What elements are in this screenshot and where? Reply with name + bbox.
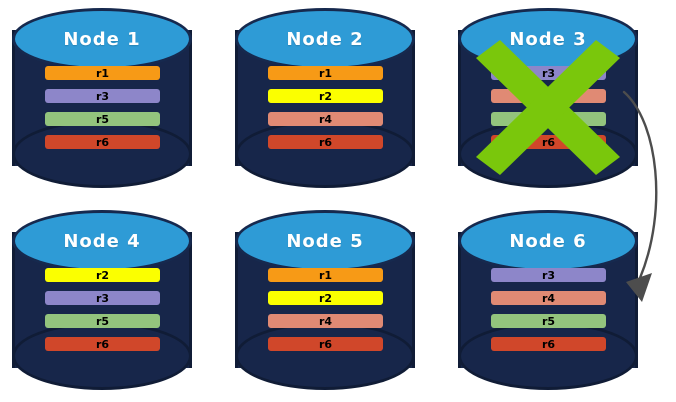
node-6-replica-1[interactable]: r4	[491, 291, 606, 305]
node-1-replica-1[interactable]: r3	[45, 89, 160, 103]
node-4-replica-2[interactable]: r5	[45, 314, 160, 328]
node-1-label: Node 1	[63, 28, 141, 50]
arrow-head	[626, 273, 652, 302]
node-5-cylinder-top	[235, 210, 415, 272]
node-6[interactable]: Node 6 r3 r4 r5 r6	[458, 210, 638, 390]
node-5-replica-3[interactable]: r6	[268, 337, 383, 351]
node-4-replica-list: r2 r3 r5 r6	[45, 268, 160, 351]
node-6-replica-list: r3 r4 r5 r6	[491, 268, 606, 351]
node-2-replica-0[interactable]: r1	[268, 66, 383, 80]
node-6-label: Node 6	[509, 230, 587, 252]
node-3-replica-1[interactable]: r4	[491, 89, 606, 103]
node-3-replica-2[interactable]: r5	[491, 112, 606, 126]
node-2[interactable]: Node 2 r1 r2 r4 r6	[235, 8, 415, 188]
node-6-replica-0[interactable]: r3	[491, 268, 606, 282]
node-5[interactable]: Node 5 r1 r2 r4 r6	[235, 210, 415, 390]
node-2-cylinder-bottom	[235, 120, 415, 188]
node-1-replica-0[interactable]: r1	[45, 66, 160, 80]
node-2-replica-3[interactable]: r6	[268, 135, 383, 149]
node-5-replica-list: r1 r2 r4 r6	[268, 268, 383, 351]
node-3-replica-3[interactable]: r6	[491, 135, 606, 149]
node-1-cylinder-bottom	[12, 120, 192, 188]
node-1-replica-3[interactable]: r6	[45, 135, 160, 149]
node-2-replica-1[interactable]: r2	[268, 89, 383, 103]
node-5-replica-0[interactable]: r1	[268, 268, 383, 282]
node-5-cylinder-bottom	[235, 322, 415, 390]
node-6-cylinder-bottom	[458, 322, 638, 390]
node-3-label: Node 3	[509, 28, 587, 50]
arrow-curve	[622, 90, 658, 280]
node-4[interactable]: Node 4 r2 r3 r5 r6	[12, 210, 192, 390]
node-2-replica-2[interactable]: r4	[268, 112, 383, 126]
node-6-replica-2[interactable]: r5	[491, 314, 606, 328]
node-4-label: Node 4	[63, 230, 141, 252]
node-6-cylinder-top	[458, 210, 638, 272]
node-4-replica-0[interactable]: r2	[45, 268, 160, 282]
node-1[interactable]: Node 1 r1 r3 r5 r6	[12, 8, 192, 188]
node-3-replica-0[interactable]: r3	[491, 66, 606, 80]
node-5-replica-1[interactable]: r2	[268, 291, 383, 305]
node-6-replica-3[interactable]: r6	[491, 337, 606, 351]
node-5-label: Node 5	[286, 230, 364, 252]
node-1-replica-list: r1 r3 r5 r6	[45, 66, 160, 149]
node-5-replica-2[interactable]: r4	[268, 314, 383, 328]
node-4-replica-1[interactable]: r3	[45, 291, 160, 305]
node-1-replica-2[interactable]: r5	[45, 112, 160, 126]
node-2-label: Node 2	[286, 28, 364, 50]
node-3-replica-list: r3 r4 r5 r6	[491, 66, 606, 149]
node-2-replica-list: r1 r2 r4 r6	[268, 66, 383, 149]
re-replication-arrow-icon	[622, 90, 658, 302]
node-4-replica-3[interactable]: r6	[45, 337, 160, 351]
